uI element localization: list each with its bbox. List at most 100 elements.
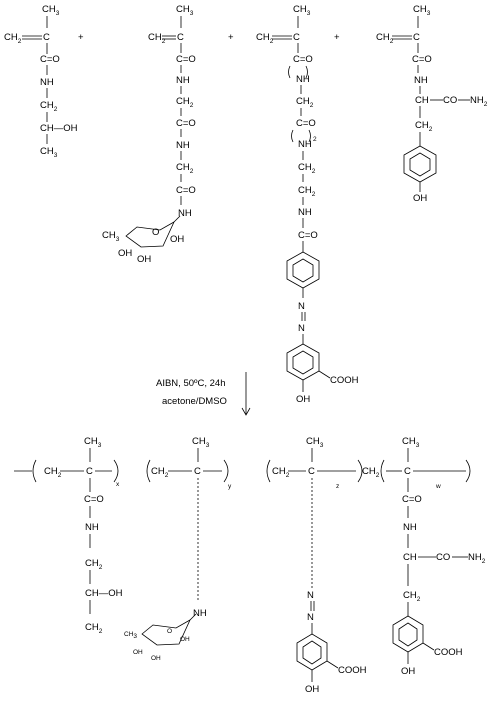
svg-text:NH: NH: [414, 75, 428, 86]
repeat-z: z: [336, 483, 339, 490]
svg-text:NH: NH: [178, 208, 192, 219]
svg-text:C=O: C=O: [176, 185, 196, 196]
sugar-ring: [125, 221, 175, 248]
svg-text:C=O: C=O: [176, 118, 196, 129]
svg-text:COOH: COOH: [434, 647, 463, 658]
polymer-product: CH2 C x CH3 C=O NH CH2 CH—OH CH2 CH2 C y…: [14, 436, 486, 695]
svg-text:NH: NH: [298, 207, 312, 218]
svg-text:CH3: CH3: [402, 436, 420, 449]
monomer-glyco: CH3 CH2 C C=O NH CH2 C=O NH CH2 C=O NH O…: [102, 4, 196, 265]
svg-text:CH: CH: [415, 95, 429, 106]
svg-text:CH2: CH2: [44, 466, 62, 479]
svg-text:CH2: CH2: [176, 162, 194, 175]
svg-text:CH2: CH2: [256, 32, 274, 45]
svg-text:C: C: [194, 466, 201, 477]
terminal-methyl-label: CH3: [40, 146, 58, 159]
svg-text:OH: OH: [401, 666, 415, 677]
svg-text:CH3: CH3: [306, 436, 324, 449]
svg-text:CH2: CH2: [151, 466, 169, 479]
svg-text:NH: NH: [298, 139, 312, 150]
cooh-label: COOH: [330, 375, 359, 386]
svg-text:2: 2: [313, 136, 317, 143]
svg-text:CH2: CH2: [403, 590, 421, 603]
repeat-y: y: [228, 483, 232, 490]
monomer-azo: CH3 CH2 C C=O NH CH2 C=O 2 NH CH2 CH2 NH…: [256, 4, 359, 405]
svg-text:C=O: C=O: [176, 54, 196, 65]
svg-text:C=O: C=O: [84, 494, 104, 505]
sugar-methyl-label: CH3: [102, 230, 120, 243]
svg-text:C: C: [404, 466, 411, 477]
svg-text:CH2: CH2: [272, 466, 290, 479]
methylene-label: CH2: [4, 32, 22, 45]
svg-text:CH2: CH2: [298, 162, 316, 175]
repeat-w: w: [435, 483, 441, 490]
svg-text:CH3: CH3: [124, 631, 137, 640]
svg-text:C=O: C=O: [296, 118, 316, 129]
svg-text:C=O: C=O: [402, 494, 422, 505]
conditions-line-1: AIBN, 50ºC, 24h: [156, 378, 225, 389]
phenol-ring: [403, 145, 437, 183]
methyl-label: CH3: [42, 4, 60, 17]
svg-text:OH: OH: [133, 649, 143, 656]
ch2-label: CH2: [40, 100, 58, 113]
svg-text:CH2: CH2: [296, 96, 314, 109]
svg-text:CH: CH: [403, 552, 417, 563]
plus-1: +: [78, 32, 84, 43]
conditions-line-2: acetone/DMSO: [162, 396, 227, 407]
monomer-hpma: CH3 CH2 C C=O NH CH2 CH—OH CH3: [4, 4, 78, 159]
svg-text:CH—OH: CH—OH: [85, 588, 123, 599]
svg-text:NH: NH: [296, 74, 310, 85]
reaction-arrow: AIBN, 50ºC, 24h acetone/DMSO: [156, 372, 251, 416]
polymer-salicylic-ring: [296, 633, 328, 671]
svg-text:C: C: [86, 466, 93, 477]
svg-text:C: C: [293, 32, 300, 43]
choh-label: CH—OH: [40, 123, 78, 134]
svg-text:C: C: [308, 466, 315, 477]
svg-text:CH2: CH2: [376, 32, 394, 45]
monomer-tyrosine: CH3 CH2 C C=O NH CH CO NH2 CH2 OH: [376, 4, 488, 204]
svg-text:N: N: [298, 323, 305, 334]
svg-text:CH2: CH2: [298, 185, 316, 198]
svg-text:CH3: CH3: [192, 436, 210, 449]
svg-text:CO: CO: [436, 552, 450, 563]
svg-text:CH2: CH2: [362, 466, 380, 479]
amide-nh-label: NH: [40, 77, 54, 88]
benzene-ring: [286, 251, 320, 289]
repeat-x: x: [116, 481, 120, 488]
oh-label: OH: [296, 394, 310, 405]
svg-text:N: N: [307, 612, 314, 623]
svg-text:NH: NH: [176, 75, 190, 86]
svg-text:CH2: CH2: [85, 558, 103, 571]
sugar-oh-label: OH: [170, 234, 184, 245]
svg-text:OH: OH: [180, 636, 190, 643]
azo-label: N: [298, 301, 305, 312]
svg-text:CH3: CH3: [293, 4, 311, 17]
svg-text:NH: NH: [176, 140, 190, 151]
svg-text:CH3: CH3: [413, 4, 431, 17]
sugar-oh-label: OH: [118, 248, 132, 259]
plus-2: +: [228, 32, 234, 43]
svg-text:O: O: [167, 628, 172, 635]
svg-text:COOH: COOH: [338, 665, 367, 676]
sugar-o-label: O: [152, 227, 159, 238]
polymer-phenol-ring: [392, 615, 424, 653]
svg-text:C=O: C=O: [412, 54, 432, 65]
svg-text:C: C: [177, 32, 184, 43]
svg-text:N: N: [307, 590, 314, 601]
svg-text:CH3: CH3: [176, 4, 194, 17]
svg-text:NH: NH: [85, 522, 99, 533]
svg-text:NH: NH: [193, 608, 207, 619]
svg-text:C=O: C=O: [293, 54, 313, 65]
svg-text:NH: NH: [403, 522, 417, 533]
carbonyl-label: C=O: [40, 54, 60, 65]
svg-text:OH: OH: [305, 684, 319, 695]
sugar-oh-label: OH: [137, 254, 151, 265]
svg-text:OH: OH: [151, 655, 161, 662]
svg-text:CH2: CH2: [148, 32, 166, 45]
oh-label: OH: [413, 193, 427, 204]
svg-text:CH2: CH2: [415, 120, 433, 133]
svg-text:NH2: NH2: [470, 95, 488, 108]
salicylic-ring: [286, 343, 320, 381]
svg-text:C: C: [43, 32, 50, 43]
